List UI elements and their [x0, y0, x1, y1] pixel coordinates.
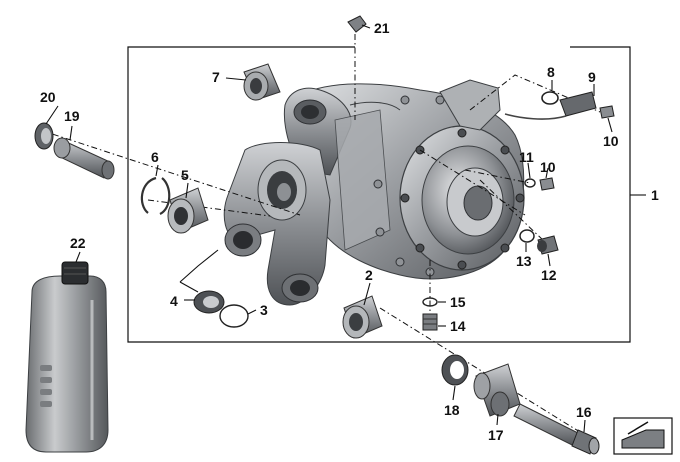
- callout-16: 16: [576, 404, 592, 420]
- callout-6: 6: [151, 149, 159, 165]
- final-drive-housing: [223, 79, 525, 306]
- callout-10-mid: 10: [540, 159, 556, 175]
- seal-ring-part-15: [422, 297, 438, 307]
- callout-1: 1: [651, 187, 659, 203]
- pin-part-19: [53, 137, 115, 180]
- folder-arrow-icon: [613, 417, 673, 455]
- callout-21: 21: [374, 20, 390, 36]
- plug-part-12: [537, 235, 559, 255]
- washer-part-11: [524, 178, 536, 188]
- o-ring-part-20: [34, 122, 54, 150]
- gasket-part-13: [519, 229, 535, 243]
- bearing-part-5: [167, 187, 209, 234]
- callout-5: 5: [181, 167, 189, 183]
- oil-bottle-part-22: [25, 261, 109, 453]
- callout-4: 4: [170, 293, 178, 309]
- o-ring-part-18: [441, 354, 469, 386]
- screw-part-10-mid: [539, 177, 555, 191]
- callout-17: 17: [488, 427, 504, 443]
- sensor-part-9: [504, 91, 597, 120]
- callout-7: 7: [212, 69, 220, 85]
- callout-3: 3: [260, 302, 268, 318]
- callout-13: 13: [516, 253, 532, 269]
- leader-lines: [45, 24, 613, 433]
- callout-15: 15: [450, 294, 466, 310]
- drain-plug-part-14: [422, 313, 438, 331]
- sleeve-part-17: [473, 363, 521, 417]
- assembly-frame: [127, 46, 631, 343]
- o-ring-part-3: [219, 304, 249, 328]
- callout-labels: 1 2 3 4 5 6 7 8 9 10 10 11 12 13 14 15 1…: [40, 20, 659, 443]
- seal-part-4: [193, 290, 225, 314]
- circlip-part-6: [140, 176, 171, 215]
- callout-9: 9: [588, 69, 596, 85]
- clip-part-21: [347, 15, 367, 33]
- bushing-part-7: [243, 63, 281, 101]
- callout-10-top: 10: [603, 133, 619, 149]
- axle-bolt-part-16: [513, 403, 600, 455]
- callout-18: 18: [444, 402, 460, 418]
- callout-11: 11: [519, 149, 534, 165]
- callout-22: 22: [70, 235, 86, 251]
- callout-12: 12: [541, 267, 557, 283]
- callout-14: 14: [450, 318, 466, 334]
- screw-part-10-top: [599, 105, 615, 119]
- callout-2: 2: [365, 267, 373, 283]
- callout-20: 20: [40, 89, 56, 105]
- callout-8: 8: [547, 64, 555, 80]
- callout-19: 19: [64, 108, 80, 124]
- o-ring-part-8: [541, 91, 559, 105]
- needle-bearing-part-2: [342, 295, 383, 339]
